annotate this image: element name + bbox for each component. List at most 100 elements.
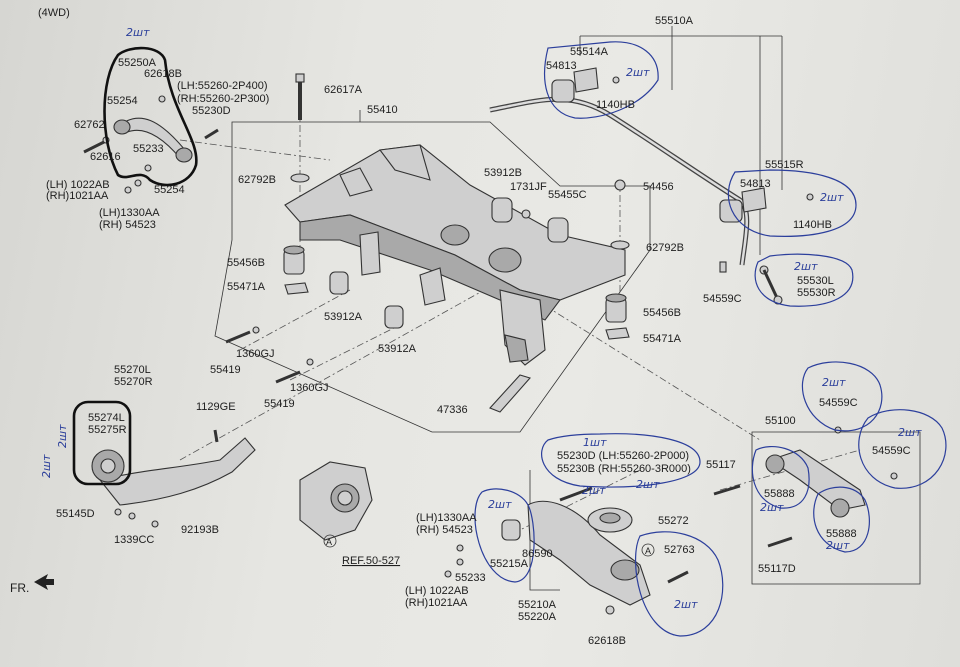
nut-54456 [614, 179, 626, 191]
subframe-55410 [284, 144, 626, 366]
marker-A1-circle [323, 534, 337, 548]
ink-circle-54559C-c [858, 409, 947, 489]
label-54456: 54456 [643, 181, 674, 193]
label-55530R: 55530R [797, 287, 836, 299]
label-55888-a: 55888 [764, 488, 795, 500]
label-54523-top: (RH) 54523 [99, 219, 156, 231]
bolt-55419-b [275, 370, 301, 384]
plate-55471A-left [284, 282, 309, 295]
stabilizer-link-55530 [759, 265, 783, 305]
spring-pad-55272-inner [599, 512, 621, 524]
bolt-1140HB-a [612, 76, 620, 84]
label-54559C-b: 54559C [819, 397, 858, 409]
label-ref-50-527: REF.50-527 [342, 555, 400, 567]
bolt-52763 [667, 570, 689, 584]
bushing-55455C [547, 217, 569, 243]
label-55230D-top: 55230D [192, 105, 231, 117]
label-55220A: 55220A [518, 611, 557, 623]
label-1022AB-bottom: (LH) 1022AB [405, 585, 469, 597]
label-53912A-a: 53912A [324, 311, 363, 323]
plate-55471A-right [605, 327, 630, 340]
label-62618B-top: 62618B [144, 68, 182, 80]
nut-62618B-top [158, 95, 166, 103]
marker-box-55274L [72, 400, 132, 486]
washer-1360GJ-a [252, 326, 260, 334]
ink-circle-52763 [634, 531, 724, 637]
label-1330AA-bottom: (LH)1330AA [416, 512, 477, 524]
label-55419-b: 55419 [264, 398, 295, 410]
label-55210A: 55210A [518, 599, 557, 611]
bolt-55419-a [225, 330, 251, 344]
bolt-55117D [767, 536, 793, 548]
bolt-55230D-bottom [559, 486, 593, 502]
subframe-callout-box [214, 121, 651, 433]
label-54813-b: 54813 [740, 178, 771, 190]
label-55274L: 55274L [88, 412, 125, 424]
label-1021AA-bottom: (RH)1021AA [405, 597, 468, 609]
label-55215A: 55215A [490, 558, 529, 570]
label-53912A-b: 53912A [378, 343, 417, 355]
arm-55100-callout-box [751, 431, 921, 585]
label-55456B-left: 55456B [227, 257, 265, 269]
washer-1330AA-top [134, 179, 142, 187]
bolt-55230D [204, 128, 219, 140]
label-55410: 55410 [367, 104, 398, 116]
label-55272: 55272 [658, 515, 689, 527]
bolt-1731JF [521, 209, 531, 219]
label-A2: A [645, 546, 651, 556]
front-label: FR. [10, 581, 29, 595]
label-55270L: 55270L [114, 364, 151, 376]
bushing-53912A-b [384, 305, 404, 329]
nut-54559C-a [719, 261, 727, 273]
bolt-55117-a [713, 484, 741, 496]
washer-55233-bottom [456, 558, 464, 566]
label-55455C: 55455C [548, 189, 587, 201]
label-55510A: 55510A [655, 15, 694, 27]
centerline-5 [519, 289, 761, 441]
bar-bushing-54813-a [551, 67, 599, 103]
label-55260-lh: (LH:55260-2P400) [177, 80, 268, 92]
centerline-4 [179, 269, 521, 461]
label-55230B-rh: 55230B (RH:55260-3R000) [557, 463, 691, 475]
handwritten-note-12: 2шт [674, 598, 698, 611]
bushing-55215A [501, 519, 521, 541]
label-1140HB-b: 1140HB [793, 219, 832, 231]
washer-62792B-right [610, 240, 630, 250]
nut-92193B [151, 520, 159, 528]
washer-55233-top [144, 164, 152, 172]
handwritten-note-4: 2шт [794, 260, 818, 273]
trailing-arm-55270 [91, 437, 256, 506]
label-55530L: 55530L [797, 275, 834, 287]
nut-1022AB-bottom [444, 570, 452, 578]
label-62792B-right: 62792B [646, 242, 684, 254]
lower-arm-55100 [765, 449, 866, 518]
handwritten-note-2: 2шт [626, 66, 650, 79]
label-92193B: 92193B [181, 524, 219, 536]
label-55254-a: 55254 [107, 95, 138, 107]
marker-A2-circle [641, 543, 655, 557]
ink-circle-54813-b [727, 169, 857, 237]
label-1129GE: 1129GE [196, 401, 236, 413]
label-62792B-left: 62792B [238, 174, 276, 186]
label-54523-bottom: (RH) 54523 [416, 524, 473, 536]
label-54559C-c: 54559C [872, 445, 911, 457]
label-55250A: 55250A [118, 57, 157, 69]
handwritten-note-13: 2шт [40, 454, 53, 478]
label-1330AA-top: (LH)1330AA [99, 207, 160, 219]
ink-circle-55230D [541, 433, 701, 488]
marker-loop-upper-arm [103, 46, 198, 187]
upper-arm-55250A [113, 117, 193, 163]
centerline-2 [239, 289, 351, 351]
handwritten-note-7: 2шт [760, 501, 784, 514]
label-62617A: 62617A [324, 84, 363, 96]
ink-circle-55888-a [751, 446, 810, 509]
handwritten-note-3: 2шт [820, 191, 844, 204]
label-55117D: 55117D [758, 563, 796, 575]
bushing-55456B-left [283, 245, 305, 275]
label-1140HB-a: 1140HB [596, 99, 635, 111]
bolt-62762 [83, 140, 105, 154]
label-55117-a: 55117 [706, 459, 736, 471]
bushing-53912B [491, 197, 513, 223]
